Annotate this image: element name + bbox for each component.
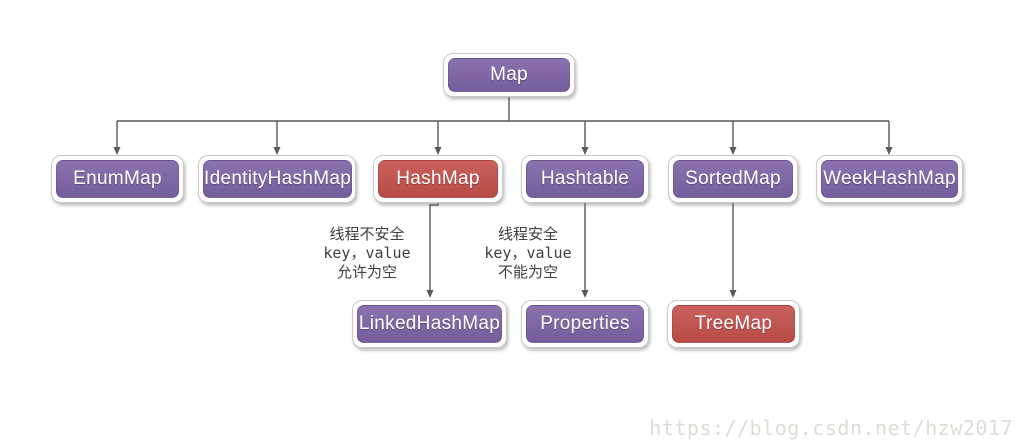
annotation-line: key，value xyxy=(484,244,572,262)
node-map-label: Map xyxy=(448,58,570,92)
node-enummap: EnumMap xyxy=(51,155,184,203)
node-linkedhashmap-label: LinkedHashMap xyxy=(357,305,502,343)
annotation-line: 不能为空 xyxy=(497,263,558,281)
node-hashmap: HashMap xyxy=(373,155,503,203)
hashmap-annotation: 线程不安全 key，value 允许为空 xyxy=(292,225,442,282)
node-hashmap-label: HashMap xyxy=(378,160,498,198)
node-sortedmap-label: SortedMap xyxy=(673,160,793,198)
arrowhead xyxy=(434,147,442,155)
node-identityhashmap-label: IdentityHashMap xyxy=(203,160,353,198)
hashtable-annotation: 线程安全 key，value 不能为空 xyxy=(453,225,603,282)
node-treemap: TreeMap xyxy=(667,300,800,348)
node-properties-label: Properties xyxy=(526,305,644,343)
arrowhead xyxy=(426,290,434,298)
node-hashtable-label: Hashtable xyxy=(526,160,644,198)
edge-hashmap-linkedhashmap xyxy=(429,203,439,290)
node-sortedmap: SortedMap xyxy=(668,155,798,203)
node-identityhashmap: IdentityHashMap xyxy=(198,155,356,203)
arrowhead xyxy=(113,147,121,155)
node-enummap-label: EnumMap xyxy=(56,160,179,198)
node-map: Map xyxy=(443,53,575,97)
node-linkedhashmap: LinkedHashMap xyxy=(352,300,507,348)
node-properties: Properties xyxy=(521,300,649,348)
annotation-line: 允许为空 xyxy=(336,263,397,281)
node-hashtable: Hashtable xyxy=(521,155,649,203)
arrowhead xyxy=(729,147,737,155)
watermark-url: https://blog.csdn.net/hzw2017 xyxy=(649,416,1013,440)
annotation-line: 线程不安全 xyxy=(329,225,405,243)
node-treemap-label: TreeMap xyxy=(672,305,795,343)
arrowhead xyxy=(581,147,589,155)
annotation-line: key，value xyxy=(323,244,411,262)
arrowhead xyxy=(885,147,893,155)
arrowhead xyxy=(729,290,737,298)
node-weekhashmap: WeekHashMap xyxy=(816,155,963,203)
arrowhead xyxy=(581,290,589,298)
annotation-line: 线程安全 xyxy=(497,225,558,243)
node-weekhashmap-label: WeekHashMap xyxy=(821,160,958,198)
arrowhead xyxy=(273,147,281,155)
